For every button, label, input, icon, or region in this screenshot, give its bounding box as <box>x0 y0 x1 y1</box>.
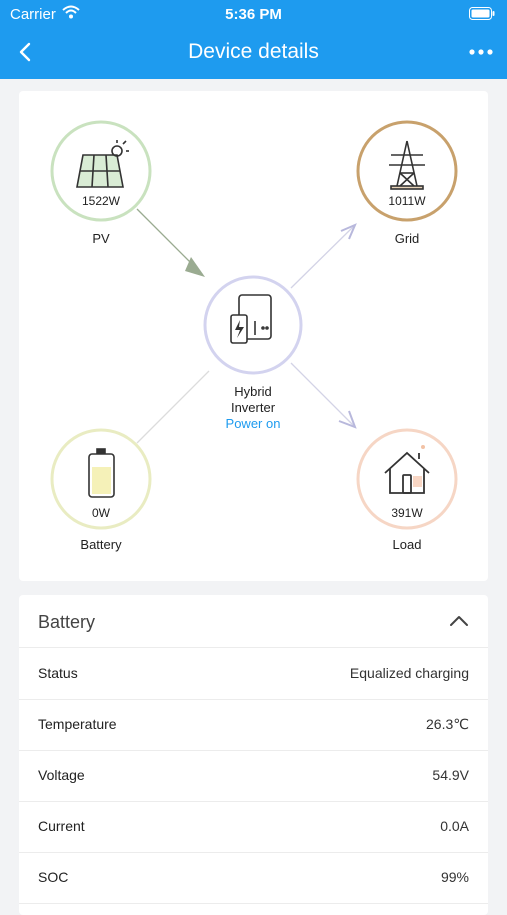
battery-row-status: Status Equalized charging <box>19 648 488 700</box>
load-flow-arrow <box>338 410 357 429</box>
battery-row-soc: SOC 99% <box>19 852 488 904</box>
grid-flow-line <box>290 226 354 289</box>
solar-panel-icon <box>76 140 129 188</box>
battery-details-card: Battery Status Equalized charging Temper… <box>19 595 488 915</box>
clock: 5:36 PM <box>225 6 282 23</box>
inverter-icon <box>230 294 272 344</box>
row-key: Status <box>38 665 78 681</box>
inverter-label-line1: Hybrid <box>234 384 272 399</box>
battery-label: Battery <box>80 537 122 552</box>
grid-flow-arrow <box>340 223 357 240</box>
carrier-label: Carrier <box>10 6 56 23</box>
battery-section-header[interactable]: Battery <box>19 595 488 648</box>
inverter-label-line2: Inverter <box>230 400 276 415</box>
load-flow-line <box>290 362 354 426</box>
more-options-icon[interactable] <box>467 40 495 64</box>
grid-node-ring <box>356 120 458 222</box>
grid-label: Grid <box>394 231 420 246</box>
row-value: Equalized charging <box>349 665 469 681</box>
load-power-value: 391W <box>391 506 423 520</box>
battery-power-value: 0W <box>92 506 110 520</box>
row-value: 99% <box>440 869 469 885</box>
back-arrow-icon[interactable] <box>12 38 40 66</box>
pv-power-value: 1522W <box>81 194 121 208</box>
inverter-node-ring <box>203 275 303 375</box>
battery-row-voltage: Voltage 54.9V <box>19 750 488 802</box>
battery-flow-line <box>136 370 210 444</box>
pv-flow-arrow <box>185 257 205 277</box>
battery-status-icon <box>469 7 495 20</box>
row-key: Temperature <box>38 716 117 732</box>
row-value: 26.3℃ <box>426 716 469 732</box>
nav-bar: Device details <box>0 28 507 79</box>
row-value: 54.9V <box>432 767 469 783</box>
row-value: 0.0A <box>440 818 469 834</box>
grid-power-value: 1011W <box>388 194 426 208</box>
wifi-icon <box>62 5 80 19</box>
inverter-status: Power on <box>225 416 281 431</box>
energy-flow-diagram <box>50 120 458 530</box>
energy-flow-card: 1522W PV 1011W Grid Hybrid Inverter Powe… <box>19 91 488 581</box>
battery-row-current: Current 0.0A <box>19 801 488 853</box>
load-label: Load <box>392 537 422 552</box>
app-header: Carrier 5:36 PM Device details <box>0 0 507 79</box>
row-key: Voltage <box>38 767 85 783</box>
power-tower-icon <box>389 140 425 190</box>
battery-section-title: Battery <box>38 612 96 632</box>
row-key: Current <box>38 818 85 834</box>
chevron-up-icon[interactable] <box>448 613 470 629</box>
pv-label: PV <box>92 231 110 246</box>
page-title: Device details <box>188 40 319 63</box>
battery-row-temperature: Temperature 26.3℃ <box>19 699 488 751</box>
load-node-ring <box>356 428 458 530</box>
battery-icon <box>88 448 115 498</box>
status-bar: Carrier 5:36 PM <box>0 0 507 28</box>
house-icon <box>384 445 430 494</box>
row-key: SOC <box>38 869 69 885</box>
